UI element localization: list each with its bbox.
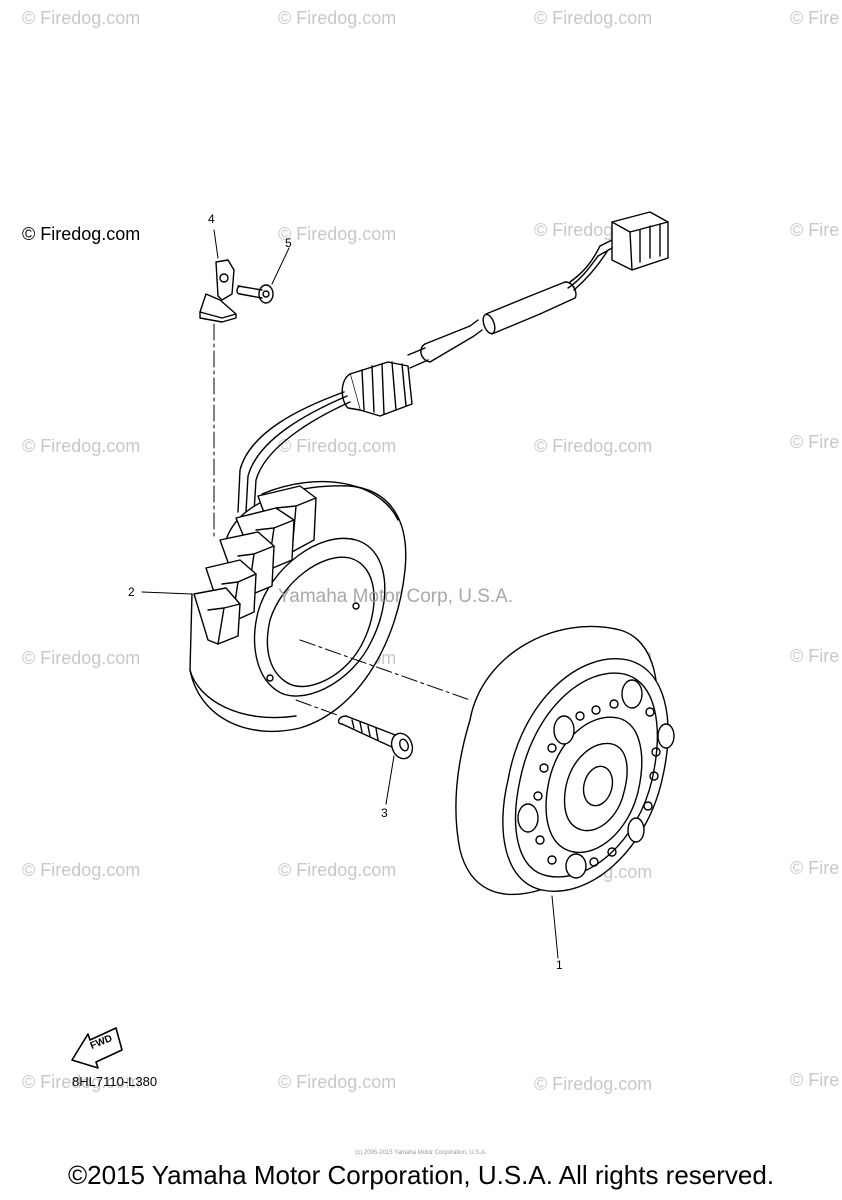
watermark: © Firedog.com [278,860,397,880]
watermark: © Fire [790,1070,840,1090]
footer-copyright: ©2015 Yamaha Motor Corporation, U.S.A. A… [67,1160,775,1190]
watermark: © Fire [790,220,840,240]
watermark: © Firedog.com [278,224,397,244]
callout-3: 3 [381,806,388,820]
callout-4: 4 [208,212,215,226]
flywheel-rotor [455,625,675,896]
stator-coil [189,481,407,732]
watermark: © Firedog.com [534,1074,653,1094]
watermark: © Firedog.com [22,8,141,28]
watermark: © Firedog.com [534,436,653,456]
watermark: © Fire [790,432,840,452]
callout-1: 1 [556,958,563,972]
watermark: © Firedog.com [22,860,141,880]
watermark: © Fire [790,646,840,666]
watermark: © Fire [790,8,840,28]
watermark: © Firedog.com [22,1072,141,1092]
watermark: © Firedog.com [22,436,141,456]
diagram-part-code: 8HL7110-L380 [72,1074,158,1089]
watermark: © Firedog.com [22,648,141,668]
watermark: © Firedog.com [534,8,653,28]
watermark: © Firedog.com [278,1072,397,1092]
connector-plug [597,211,669,271]
cable-grommet [341,361,413,417]
watermark: © Fire [790,858,840,878]
watermark: © Firedog.com [278,436,397,456]
ghost-copyright-text: Yamaha Motor Corp, U.S.A. [278,586,514,607]
callout-2: 2 [128,585,135,599]
bolt-5 [236,284,274,304]
watermark: © Firedog.com [278,8,397,28]
bolt-3 [337,715,414,760]
fwd-arrow-icon [71,1027,123,1069]
callout-5: 5 [285,236,292,250]
tiny-copyright: (c) 2005-2015 Yamaha Motor Corporation, … [355,1150,487,1156]
watermark-main: © Firedog.com [22,224,141,244]
wire-clamp [199,259,237,323]
